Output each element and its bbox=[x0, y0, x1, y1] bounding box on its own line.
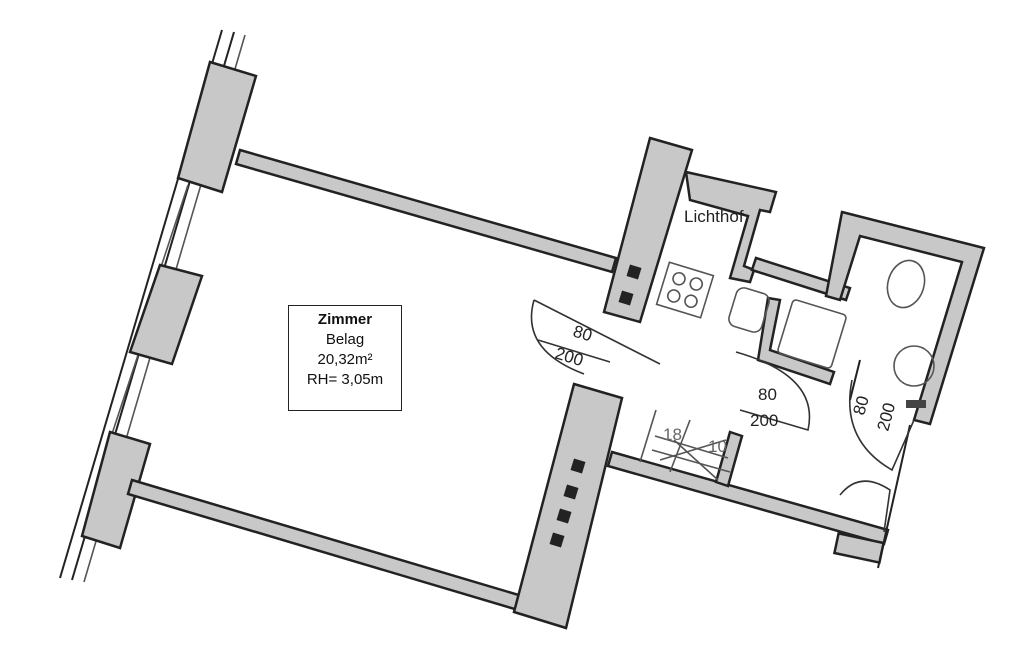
sink bbox=[728, 287, 770, 333]
top-wall bbox=[234, 148, 618, 274]
door-2-height: 200 bbox=[750, 411, 778, 430]
door-swing-1 bbox=[530, 299, 661, 375]
room-floor: Belag bbox=[325, 331, 365, 348]
pier-1 bbox=[176, 60, 258, 194]
towel-rail bbox=[906, 400, 926, 408]
right-pillar bbox=[512, 382, 624, 630]
stair-count-b: 10 bbox=[708, 437, 727, 456]
door-3-height: 200 bbox=[874, 401, 900, 433]
stairs bbox=[639, 409, 731, 481]
door-swing-3 bbox=[848, 379, 915, 472]
bottom-wall bbox=[126, 478, 524, 612]
door-swing-4 bbox=[839, 480, 891, 533]
stove bbox=[655, 261, 715, 319]
shaft-markers bbox=[549, 264, 642, 548]
room-name: Zimmer bbox=[317, 311, 373, 328]
shower-tray bbox=[777, 299, 847, 369]
bathroom-wall bbox=[824, 210, 986, 426]
door-1-height: 200 bbox=[553, 344, 586, 370]
pier-2 bbox=[128, 263, 204, 366]
pier-3 bbox=[80, 430, 152, 550]
washbasin bbox=[893, 345, 935, 387]
room-height: RH= 3,05m bbox=[306, 371, 384, 388]
lower-wall bbox=[606, 450, 890, 546]
door-1-width: 80 bbox=[571, 322, 595, 346]
toilet bbox=[886, 259, 926, 309]
lichthof-label: Lichthof bbox=[684, 207, 744, 226]
stair-divider bbox=[714, 430, 744, 488]
door-swing-2 bbox=[735, 351, 811, 432]
door-3-width: 80 bbox=[850, 394, 873, 417]
stair-count-a: 18 bbox=[663, 425, 682, 444]
room-area: 20,32m² bbox=[317, 351, 373, 368]
kitchen-wall bbox=[750, 256, 852, 302]
shower-wall bbox=[756, 296, 836, 386]
door-2-width: 80 bbox=[758, 385, 777, 404]
upper-column bbox=[602, 136, 694, 324]
room-label: Zimmer Belag 20,32m² RH= 3,05m bbox=[288, 305, 402, 411]
